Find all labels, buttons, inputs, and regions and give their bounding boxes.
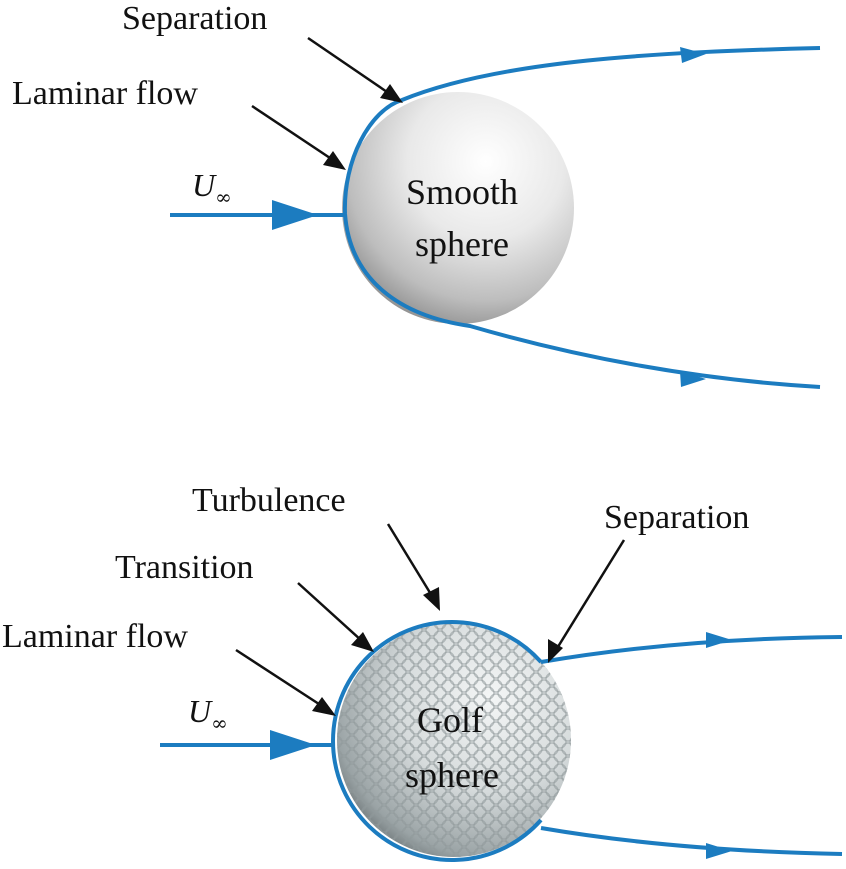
velocity-symbol-bottom: U∞: [188, 693, 228, 735]
smooth-sphere-caption-line1: Smooth: [406, 172, 518, 212]
laminar-pointer-head-top: [323, 151, 346, 170]
streamline-bottom-lower: [540, 826, 843, 856]
transition-pointer: [297, 582, 363, 642]
turbulence-pointer: [386, 523, 434, 597]
laminar-label-bottom: Laminar flow: [2, 618, 188, 655]
separation-pointer-head-bottom: [548, 639, 563, 663]
flow-arrowhead-bottom-upper: [706, 632, 732, 648]
flow-arrowhead-top-lower: [680, 371, 706, 387]
turbulence-label: Turbulence: [192, 482, 346, 519]
boundary-layer-golf: [331, 620, 543, 862]
laminar-label-top: Laminar flow: [12, 75, 198, 112]
streamline-top-lower: [343, 213, 821, 389]
transition-pointer-head: [351, 632, 374, 652]
separation-label-top: Separation: [122, 0, 267, 37]
separation-pointer-head-top: [380, 84, 403, 103]
laminar-pointer-bottom: [235, 648, 323, 708]
separation-label-bottom: Separation: [604, 499, 749, 536]
transition-label: Transition: [115, 549, 254, 586]
separation-pointer-bottom: [554, 539, 626, 651]
flow-arrowhead-bottom-lower: [706, 843, 732, 859]
smooth-sphere: [342, 92, 574, 324]
streamline-bottom-upper: [540, 635, 843, 664]
golf-sphere-caption-line2: sphere: [405, 755, 499, 795]
golf-sphere-caption-line1: Golf: [417, 700, 483, 740]
turbulence-pointer-head: [423, 587, 440, 611]
smooth-sphere-caption-line2: sphere: [415, 224, 509, 264]
laminar-pointer-head-bottom: [312, 697, 336, 716]
laminar-pointer-top: [251, 104, 334, 162]
golf-dimples: [337, 623, 571, 857]
velocity-symbol-top: U∞: [192, 167, 232, 209]
separation-pointer-top: [307, 36, 391, 96]
smooth-sphere-panel: U∞ Separation Laminar flow Smooth sphere: [12, 0, 821, 389]
flow-arrowhead-top-upper: [680, 47, 706, 63]
freestream-arrowhead-top: [272, 200, 318, 230]
golf-sphere-panel: U∞ Turbulence Transition Laminar flow Se…: [2, 482, 843, 862]
freestream-arrowhead-bottom: [270, 730, 316, 760]
